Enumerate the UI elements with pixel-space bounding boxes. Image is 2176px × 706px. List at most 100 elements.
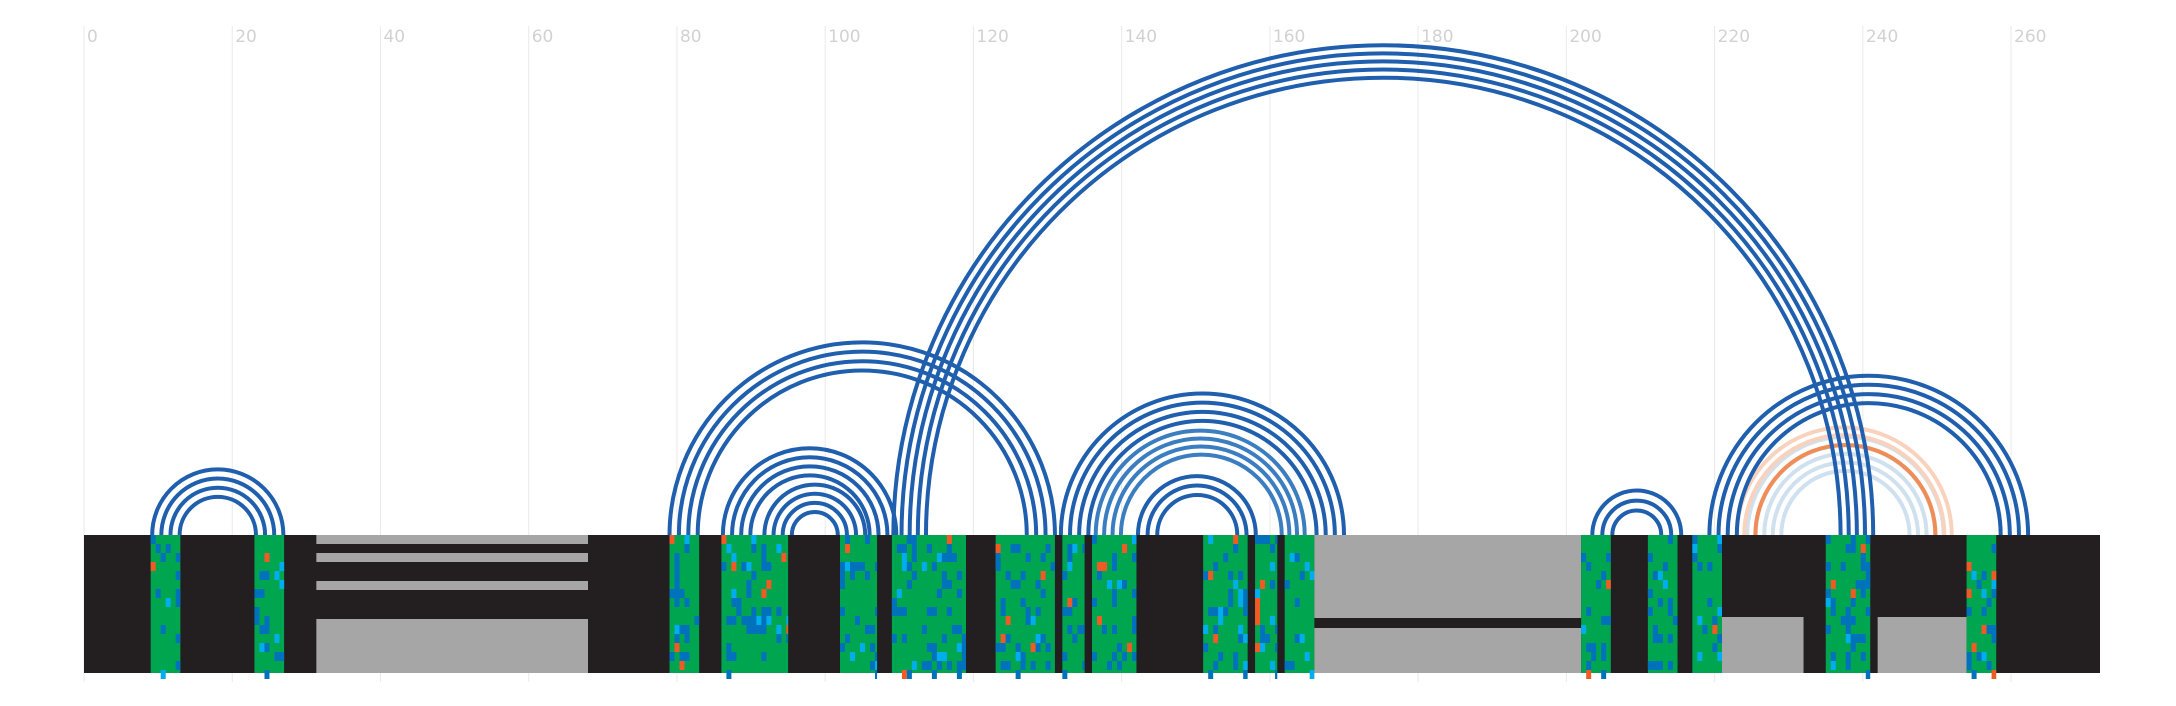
track-cell — [1647, 661, 1653, 670]
track-cell — [896, 544, 902, 553]
track-cell — [1122, 544, 1127, 553]
track-cell — [674, 571, 680, 580]
track-cell — [786, 634, 789, 643]
track-cell — [279, 562, 285, 571]
track-cell — [1117, 661, 1122, 670]
track-cell — [860, 562, 865, 571]
track-cell — [1652, 625, 1658, 634]
track-cell — [870, 625, 875, 634]
track-cell — [756, 625, 762, 634]
track-segment-paired-158 — [1255, 535, 1278, 679]
track-cell — [165, 544, 171, 553]
track-cell — [896, 607, 902, 616]
track-cell — [1275, 535, 1278, 544]
track-cell — [786, 616, 789, 625]
track-cell — [1082, 661, 1085, 670]
track-cell — [1260, 580, 1266, 589]
track-cell — [845, 544, 850, 553]
track-cell — [165, 598, 171, 607]
track-cell — [921, 625, 927, 634]
track-cell — [1830, 661, 1836, 670]
track-cell — [674, 598, 680, 607]
track-cell — [1260, 634, 1266, 643]
track-cell — [926, 544, 932, 553]
helix-arc — [739, 464, 881, 536]
tick-label-240: 240 — [1866, 27, 1898, 47]
track-cell — [1855, 634, 1861, 643]
track-cell — [1991, 580, 1997, 589]
track-cell — [1865, 607, 1871, 616]
track-cell — [1233, 535, 1239, 544]
track-cell — [1233, 652, 1239, 661]
helix-arc — [748, 473, 872, 536]
track-cell — [1270, 562, 1276, 571]
track-cell — [1850, 616, 1856, 625]
track-cell — [1050, 562, 1055, 571]
track-cell — [845, 562, 850, 571]
track-cell — [1850, 598, 1856, 607]
track-cell — [160, 670, 166, 679]
track-cell — [1067, 544, 1073, 553]
track-cell — [746, 625, 752, 634]
track-cell — [926, 661, 932, 670]
track-cell — [1986, 598, 1992, 607]
track-cell — [961, 634, 966, 643]
track-cell — [1991, 670, 1997, 679]
helix-arc — [1102, 437, 1300, 536]
track-cell — [1000, 634, 1006, 643]
track-segment-paired-9 — [150, 535, 181, 679]
track-segment-paired-79 — [669, 535, 700, 673]
track-cell — [1294, 553, 1300, 562]
track-cell — [931, 652, 937, 661]
track-cell — [669, 589, 675, 598]
track-cell — [1213, 661, 1219, 670]
track-cell — [1304, 562, 1310, 571]
track-cell — [1289, 661, 1295, 670]
track-cell — [931, 607, 937, 616]
helix-arc — [1725, 392, 2012, 536]
track-cell — [995, 553, 1001, 562]
track-cell — [946, 544, 952, 553]
track-cell — [1667, 598, 1673, 607]
gray-stripe — [316, 553, 588, 562]
track-cell — [736, 598, 742, 607]
track-cell — [674, 553, 680, 562]
track-cell — [761, 589, 767, 598]
track-cell — [279, 652, 285, 661]
track-cell — [1265, 634, 1271, 643]
track-cell — [1223, 553, 1229, 562]
track-cell — [274, 634, 280, 643]
track-cell — [1865, 571, 1871, 580]
helix-arc — [695, 368, 1029, 536]
track-cell — [1005, 634, 1011, 643]
track-cell — [274, 652, 280, 661]
track-cell — [1030, 643, 1036, 652]
track-cell — [1270, 580, 1276, 589]
track-segment-paired-132 — [1062, 535, 1085, 679]
track-cell — [1586, 607, 1592, 616]
track-cell — [761, 553, 767, 562]
track-cell — [684, 544, 690, 553]
track-cell — [911, 544, 917, 553]
track-cell — [1045, 544, 1051, 553]
track-cell — [901, 607, 907, 616]
helix-arc — [1707, 373, 2031, 536]
helix-arc — [762, 482, 868, 536]
track-cell — [726, 652, 732, 661]
track-cell — [1657, 571, 1663, 580]
track-cell — [1981, 571, 1987, 580]
track-cell — [1860, 562, 1866, 571]
track-segment-paired-109 — [891, 535, 966, 679]
track-cell — [1112, 562, 1117, 571]
track-cell — [259, 589, 265, 598]
track-cell — [901, 670, 907, 679]
helix-arc — [899, 51, 1868, 536]
helix-group-primary-203.5 — [1590, 488, 1684, 536]
track-cell — [1025, 553, 1031, 562]
track-cell — [1717, 634, 1722, 643]
track-cell — [160, 553, 166, 562]
helix-group-secondary-136.5 — [1093, 429, 1307, 536]
track-cell — [1020, 661, 1026, 670]
track-cell — [941, 571, 947, 580]
track-cell — [1981, 589, 1987, 598]
